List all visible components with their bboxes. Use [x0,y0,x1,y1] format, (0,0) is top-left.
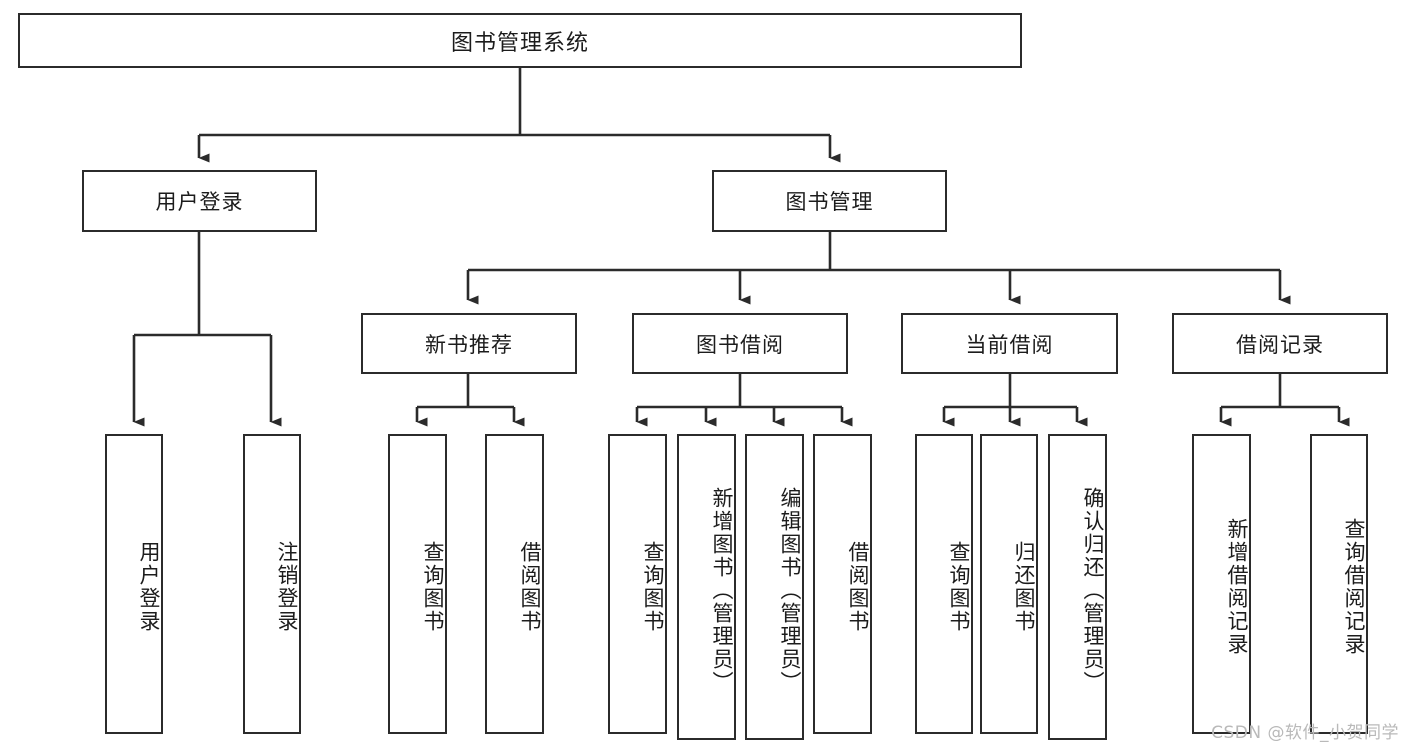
node-borrow-record-label: 借阅记录 [1236,332,1324,357]
leaf-query-book-recommend[interactable]: 查询图书 [388,434,447,734]
leaf-user-login-label: 用户登录 [137,541,161,633]
leaf-query-borrow-record[interactable]: 查询借阅记录 [1310,434,1368,734]
node-book-borrow-label: 图书借阅 [696,332,784,357]
node-user-login[interactable]: 用户登录 [82,170,317,232]
node-new-book-recommend-label: 新书推荐 [425,332,513,357]
node-current-borrow-label: 当前借阅 [965,332,1054,357]
node-book-management[interactable]: 图书管理 [712,170,947,232]
leaf-borrow-book-label: 借阅图书 [846,541,870,633]
leaf-query-book-current-label: 查询图书 [947,541,971,633]
node-root-label: 图书管理系统 [450,30,589,56]
node-book-management-label: 图书管理 [785,190,874,214]
watermark: CSDN @软件_小贺同学 [1211,723,1399,743]
leaf-borrow-book-recommend[interactable]: 借阅图书 [485,434,544,734]
node-borrow-record[interactable]: 借阅记录 [1172,313,1388,374]
leaf-edit-book-admin-label: 编辑图书（管理员） [778,486,802,694]
node-new-book-recommend[interactable]: 新书推荐 [361,313,577,374]
node-book-borrow[interactable]: 图书借阅 [632,313,848,374]
leaf-logout[interactable]: 注销登录 [243,434,301,734]
node-root[interactable]: 图书管理系统 [18,13,1022,68]
leaf-add-book-admin[interactable]: 新增图书（管理员） [677,434,736,740]
leaf-return-book[interactable]: 归还图书 [980,434,1038,734]
leaf-query-book-borrow[interactable]: 查询图书 [608,434,667,734]
leaf-borrow-book[interactable]: 借阅图书 [813,434,872,734]
leaf-borrow-book-recommend-label: 借阅图书 [518,541,542,633]
leaf-query-book-recommend-label: 查询图书 [421,541,445,633]
leaf-user-login[interactable]: 用户登录 [105,434,163,734]
leaf-confirm-return-admin[interactable]: 确认归还（管理员） [1048,434,1107,740]
leaf-add-book-admin-label: 新增图书（管理员） [710,486,734,694]
leaf-return-book-label: 归还图书 [1012,541,1036,633]
leaf-add-borrow-record[interactable]: 新增借阅记录 [1192,434,1251,734]
leaf-query-book-current[interactable]: 查询图书 [915,434,973,734]
leaf-query-book-borrow-label: 查询图书 [641,541,665,633]
leaf-add-borrow-record-label: 新增借阅记录 [1225,518,1249,656]
node-user-login-label: 用户登录 [155,190,244,214]
node-current-borrow[interactable]: 当前借阅 [901,313,1118,374]
leaf-query-borrow-record-label: 查询借阅记录 [1342,518,1366,656]
leaf-logout-label: 注销登录 [275,541,299,633]
leaf-confirm-return-admin-label: 确认归还（管理员） [1081,486,1105,694]
leaf-edit-book-admin[interactable]: 编辑图书（管理员） [745,434,804,740]
